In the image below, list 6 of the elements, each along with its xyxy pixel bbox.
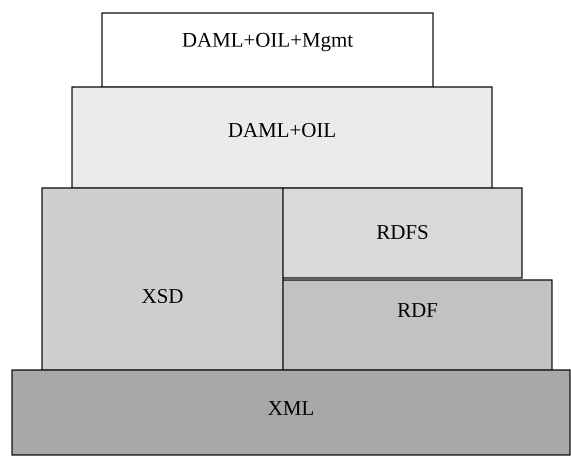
- layer-box: RDF: [282, 279, 553, 371]
- layer-box: XSD: [41, 187, 284, 371]
- layer-box: RDFS: [282, 187, 523, 279]
- layer-box: XML: [11, 369, 571, 456]
- layer-box: DAML+OIL: [71, 86, 493, 189]
- layer-box: DAML+OIL+Mgmt: [101, 12, 434, 88]
